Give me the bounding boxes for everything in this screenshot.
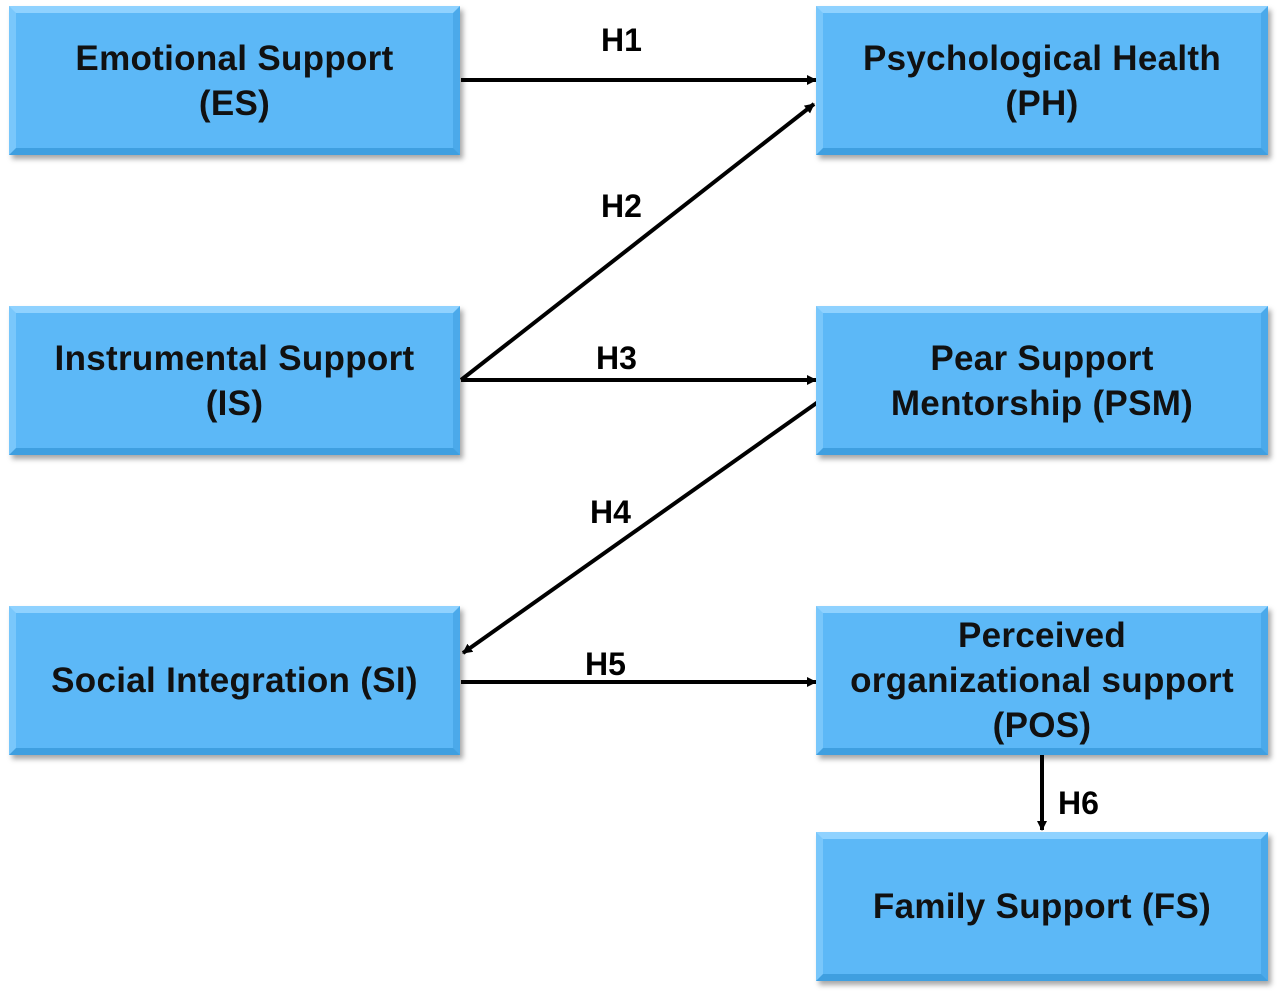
node-label: Psychological Health (PH)	[862, 38, 1222, 123]
edge-label-h6: H6	[1058, 785, 1099, 821]
node-emotional-support: Emotional Support (ES)	[9, 6, 460, 155]
node-label: Social Integration (SI)	[51, 661, 418, 700]
node-label: Family Support (FS)	[872, 887, 1212, 926]
node-family-support: Family Support (FS)	[816, 832, 1268, 981]
edge-label-h5: H5	[585, 646, 626, 682]
node-label: Emotional Support (ES)	[75, 38, 394, 123]
node-label: Instrumental Support (IS)	[54, 338, 415, 423]
node-psychological-health: Psychological Health (PH)	[816, 6, 1268, 155]
node-label: Perceived organizational support (POS)	[850, 616, 1234, 745]
node-label: Pear Support Mentorship (PSM)	[890, 338, 1194, 423]
arrow-h4	[461, 400, 820, 655]
edge-label-h3: H3	[596, 340, 637, 376]
node-pear-support-mentorship: Pear Support Mentorship (PSM)	[816, 306, 1268, 455]
edge-label-h2: H2	[601, 188, 642, 224]
node-social-integration: Social Integration (SI)	[9, 606, 460, 755]
edge-label-h4: H4	[590, 494, 631, 530]
node-perceived-organizational-support: Perceived organizational support (POS)	[816, 606, 1268, 755]
edge-label-h1: H1	[601, 22, 642, 58]
node-instrumental-support: Instrumental Support (IS)	[9, 306, 460, 455]
arrow-h2	[459, 102, 816, 382]
